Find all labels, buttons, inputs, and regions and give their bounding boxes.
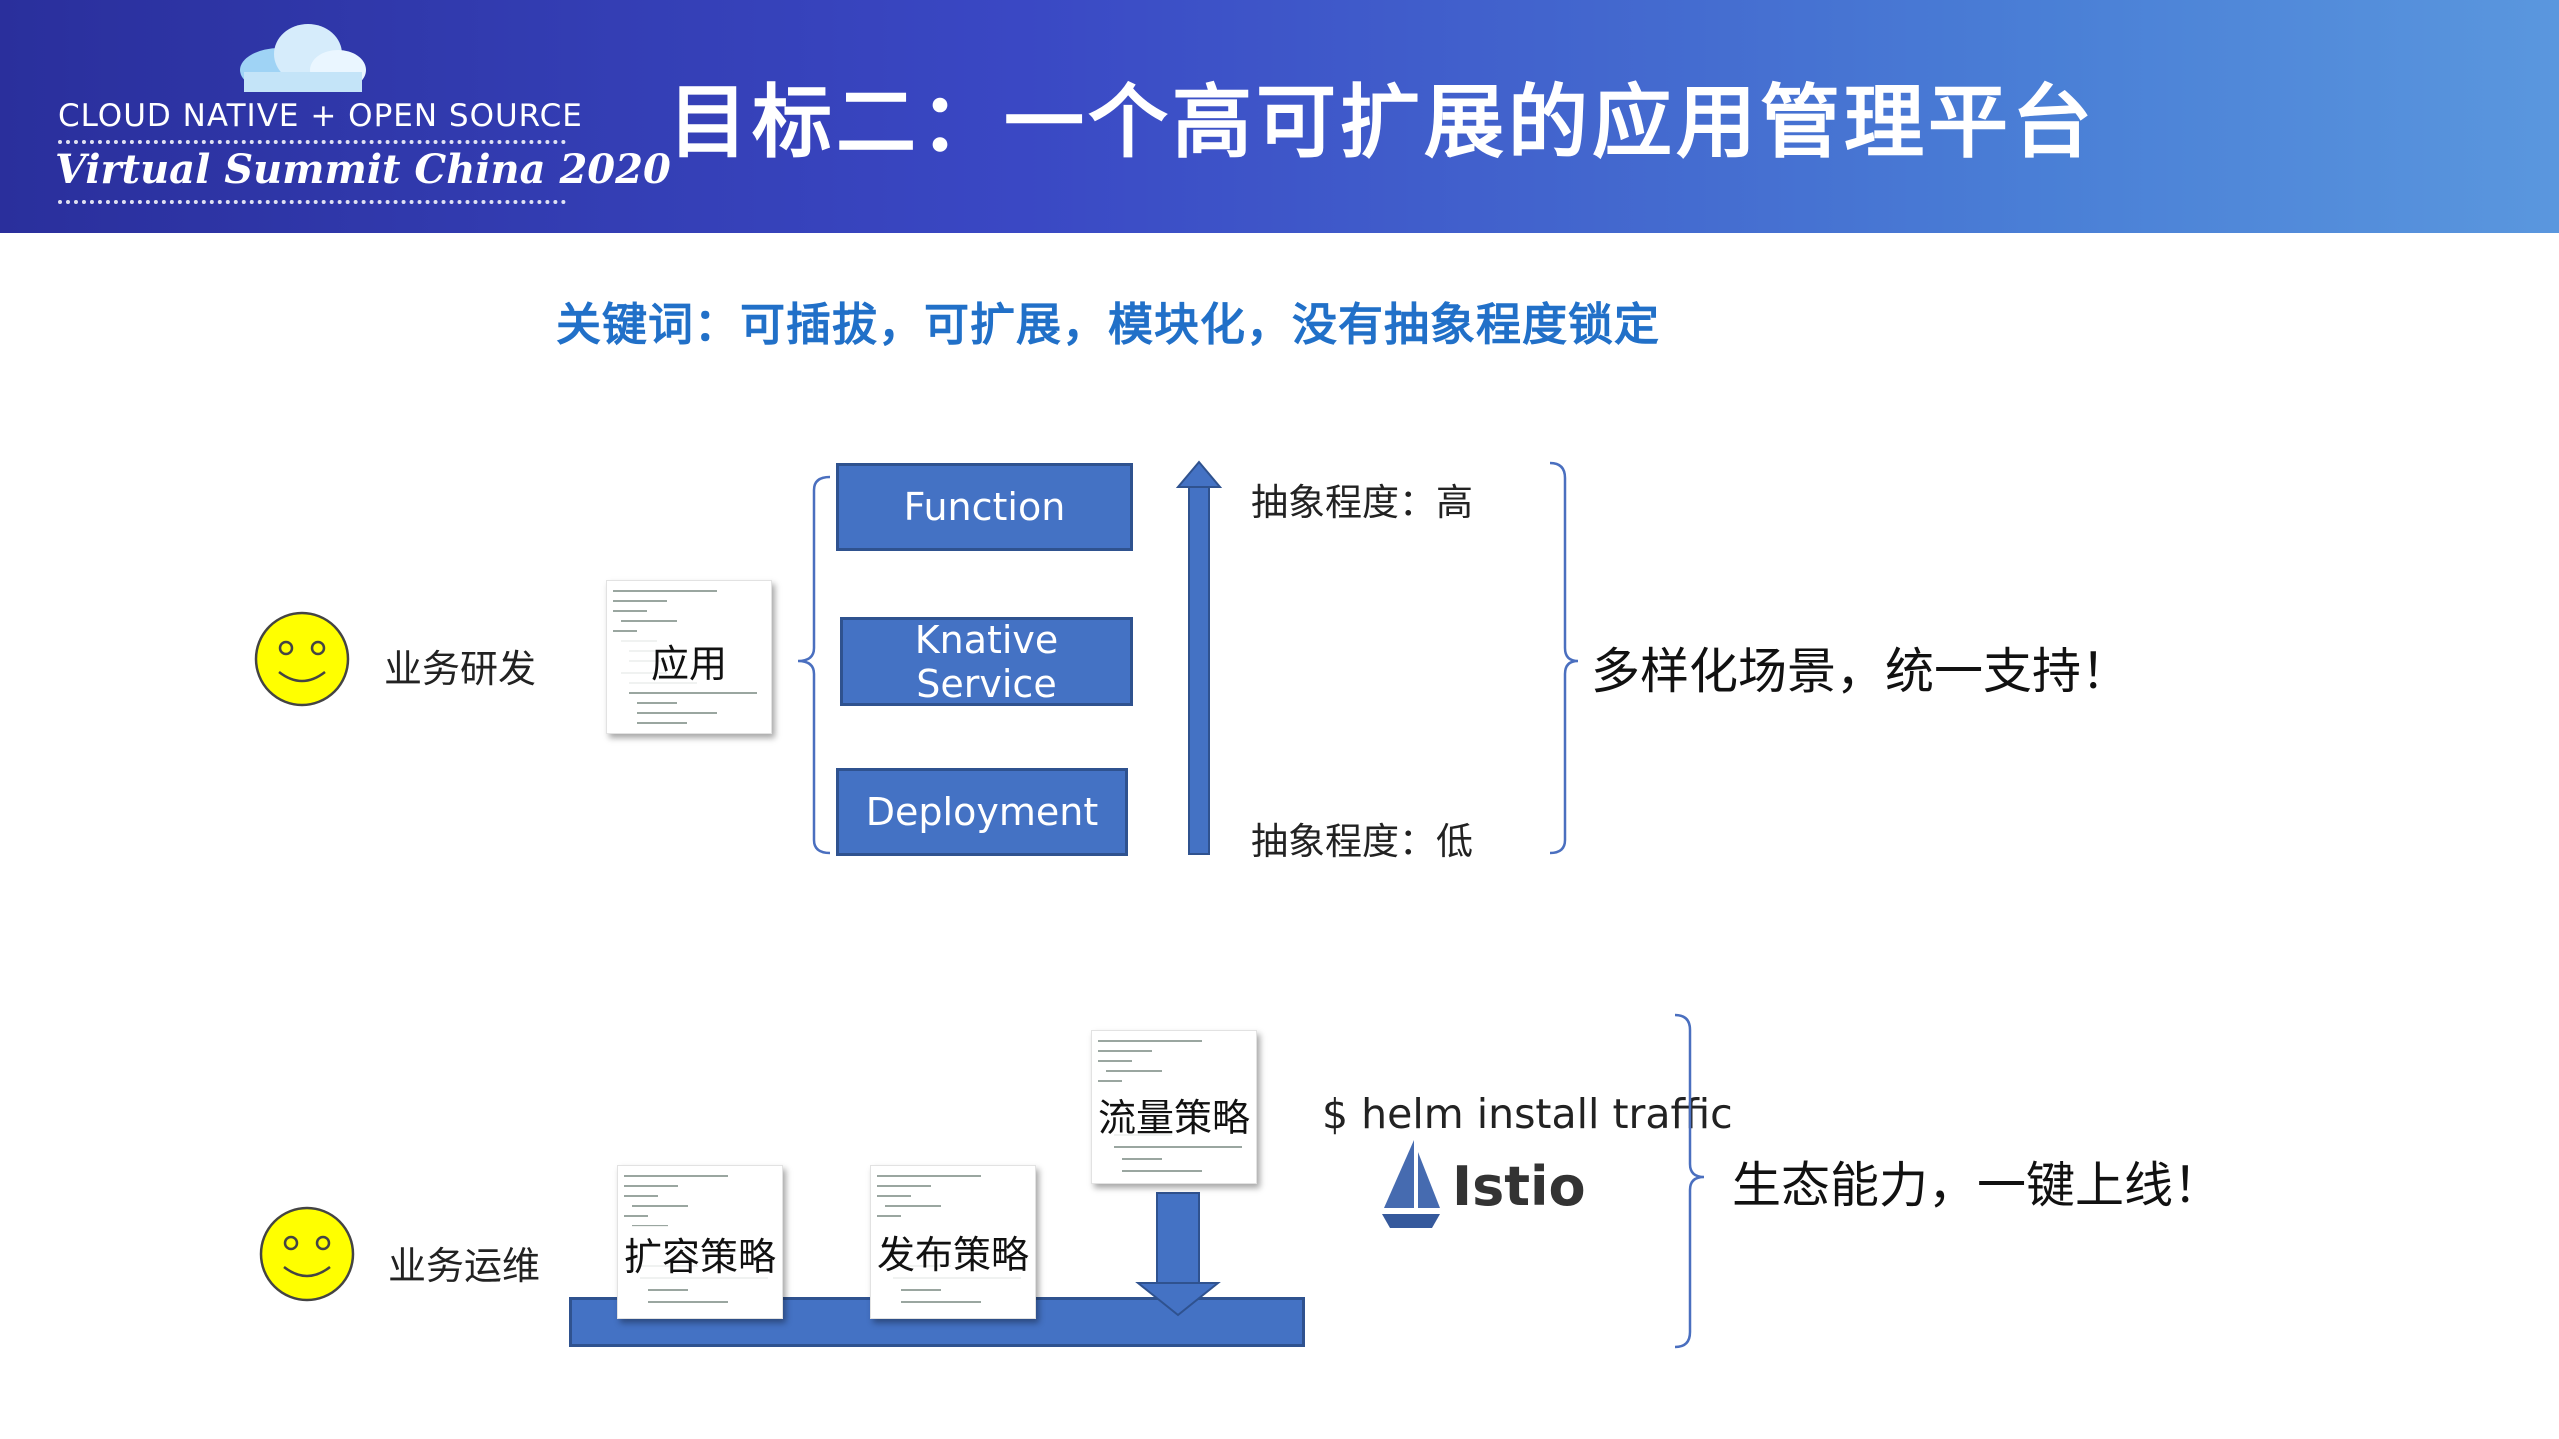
ops-smiley-icon [259, 1206, 355, 1302]
logo-line1: CLOUD NATIVE + OPEN SOURCE [58, 98, 583, 134]
abstraction-high-label: 抽象程度：高 [1251, 481, 1473, 524]
cloud-logo-icon [240, 24, 366, 92]
logo-divider [58, 140, 566, 144]
layer-knative-service: Knative Service [840, 617, 1133, 706]
scale-policy-doc: 扩容策略 [617, 1165, 783, 1319]
developer-summary: 多样化场景，统一支持！ [1591, 643, 2131, 700]
istio-sail-icon [1382, 1140, 1440, 1228]
traffic-policy-doc: 流量策略 [1091, 1030, 1257, 1184]
release-policy-label: 发布策略 [871, 1224, 1035, 1279]
developer-smiley-icon [254, 611, 350, 707]
developer-role-label: 业务研发 [384, 647, 537, 691]
app-doc-label: 应用 [607, 633, 771, 688]
ops-role-label: 业务运维 [388, 1244, 541, 1288]
layer-deployment: Deployment [836, 768, 1128, 856]
logo-line2: Virtual Summit China 2020 [55, 146, 671, 193]
keywords-line: 关键词：可插拔，可扩展，模块化，没有抽象程度锁定 [556, 298, 1661, 351]
slide-title: 目标二：一个高可扩展的应用管理平台 [668, 76, 2096, 169]
abstraction-low-label: 抽象程度：低 [1251, 820, 1473, 863]
istio-label: Istio [1452, 1155, 1586, 1218]
slide-header: CLOUD NATIVE + OPEN SOURCE Virtual Summi… [0, 0, 2559, 233]
helm-command-text: $ helm install traffic [1322, 1090, 1733, 1138]
release-policy-doc: 发布策略 [870, 1165, 1036, 1319]
ops-summary: 生态能力，一键上线！ [1732, 1157, 2223, 1214]
app-yaml-doc: 应用 [606, 580, 772, 734]
scale-policy-label: 扩容策略 [618, 1226, 782, 1281]
traffic-policy-label: 流量策略 [1092, 1087, 1256, 1142]
logo-divider-bottom [58, 200, 566, 204]
layer-function: Function [836, 463, 1133, 551]
